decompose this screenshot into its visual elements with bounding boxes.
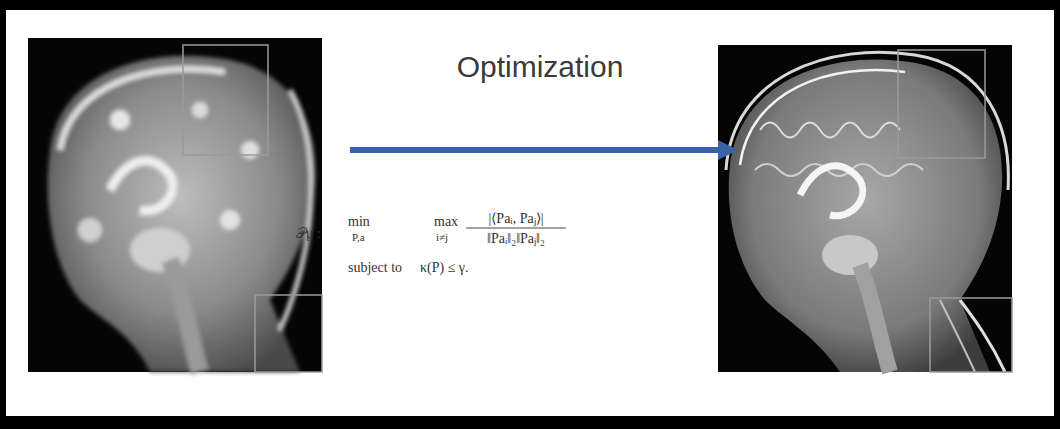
formula-operator: min — [348, 214, 370, 229]
formula-name: 𝒫μ : — [296, 226, 321, 241]
formula-denominator: ‖Paᵢ‖₂‖Paⱼ‖₂ — [487, 231, 545, 246]
diagram-title: Optimization — [457, 50, 624, 83]
formula-subscript: P,a — [352, 231, 365, 243]
formula-text: subject to — [348, 260, 402, 275]
process-arrow — [350, 140, 738, 160]
mri-degraded — [28, 38, 322, 372]
formula-numerator: |⟨Paᵢ, Paⱼ⟩| — [489, 211, 544, 226]
formula-subscript: i≠j — [436, 231, 448, 243]
mri-restored — [718, 45, 1012, 372]
fraction-bar — [466, 228, 566, 229]
formula-constraint: κ(P) ≤ γ. — [420, 260, 469, 275]
panel — [6, 10, 1054, 416]
formula-operator: max — [434, 214, 458, 229]
